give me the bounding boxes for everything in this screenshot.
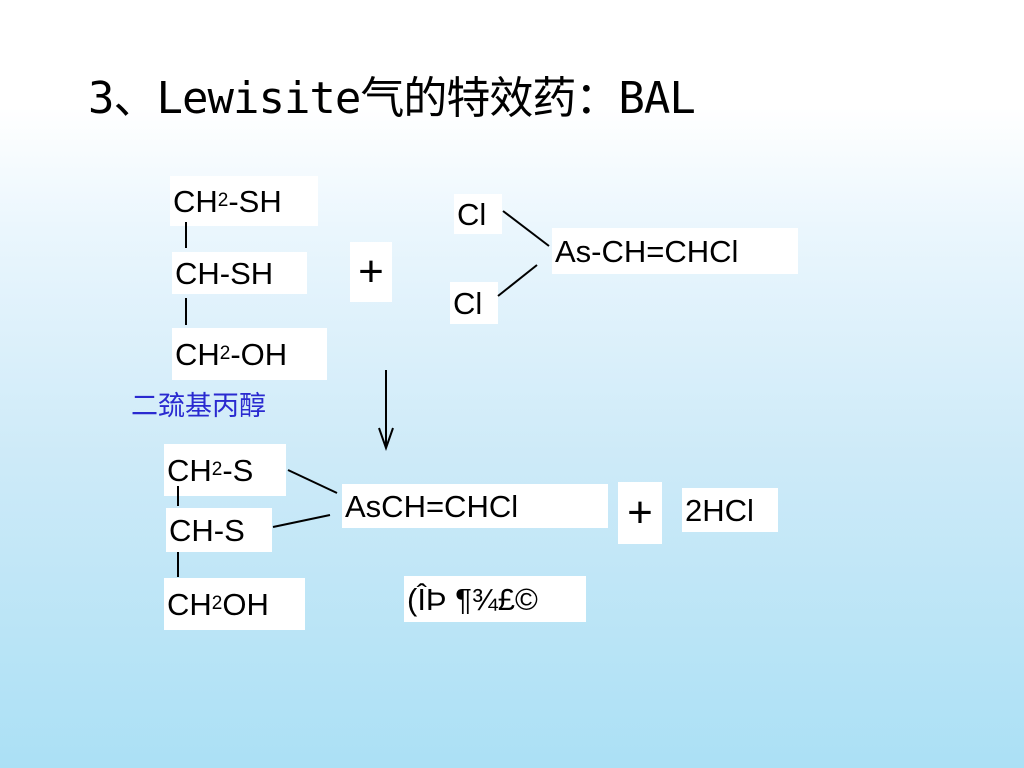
bal-row-3-rest: -OH (230, 336, 288, 372)
product-row-2: CH-S (166, 508, 272, 552)
lewisite-bond-top (502, 210, 550, 247)
lewisite-bond-bottom (497, 264, 538, 297)
reaction-arrow-head (378, 427, 394, 452)
product-row-3-main: CH (167, 586, 212, 622)
lewisite-cl-bottom: Cl (450, 282, 498, 324)
bal-row-1-main: CH (173, 183, 218, 219)
product-row-1-main: CH (167, 452, 212, 488)
lewisite-chain: As-CH=CHCl (552, 228, 798, 274)
product-hcl: 2HCl (682, 488, 778, 532)
product-bond-s2-as (272, 514, 331, 528)
bal-name-label: 二巯基丙醇 (131, 391, 266, 422)
lewisite-cl-top: Cl (454, 194, 502, 234)
product-row-1-rest: -S (222, 452, 254, 488)
bal-row-1-rest: -SH (228, 183, 282, 219)
product-plus-sign: + (618, 482, 662, 544)
garbled-annotation: (ÎÞ ¶¾£© (404, 576, 586, 622)
bal-row-3-main: CH (175, 336, 220, 372)
product-chain: AsCH=CHCl (342, 484, 608, 528)
product-bond-s1-as (287, 469, 338, 494)
slide-title: 3、Lewisite气的特效药：BAL (88, 73, 696, 124)
reactant-plus-sign: + (350, 242, 392, 302)
bal-row-2: CH-SH (172, 252, 307, 294)
product-row-3-rest: OH (222, 586, 269, 622)
